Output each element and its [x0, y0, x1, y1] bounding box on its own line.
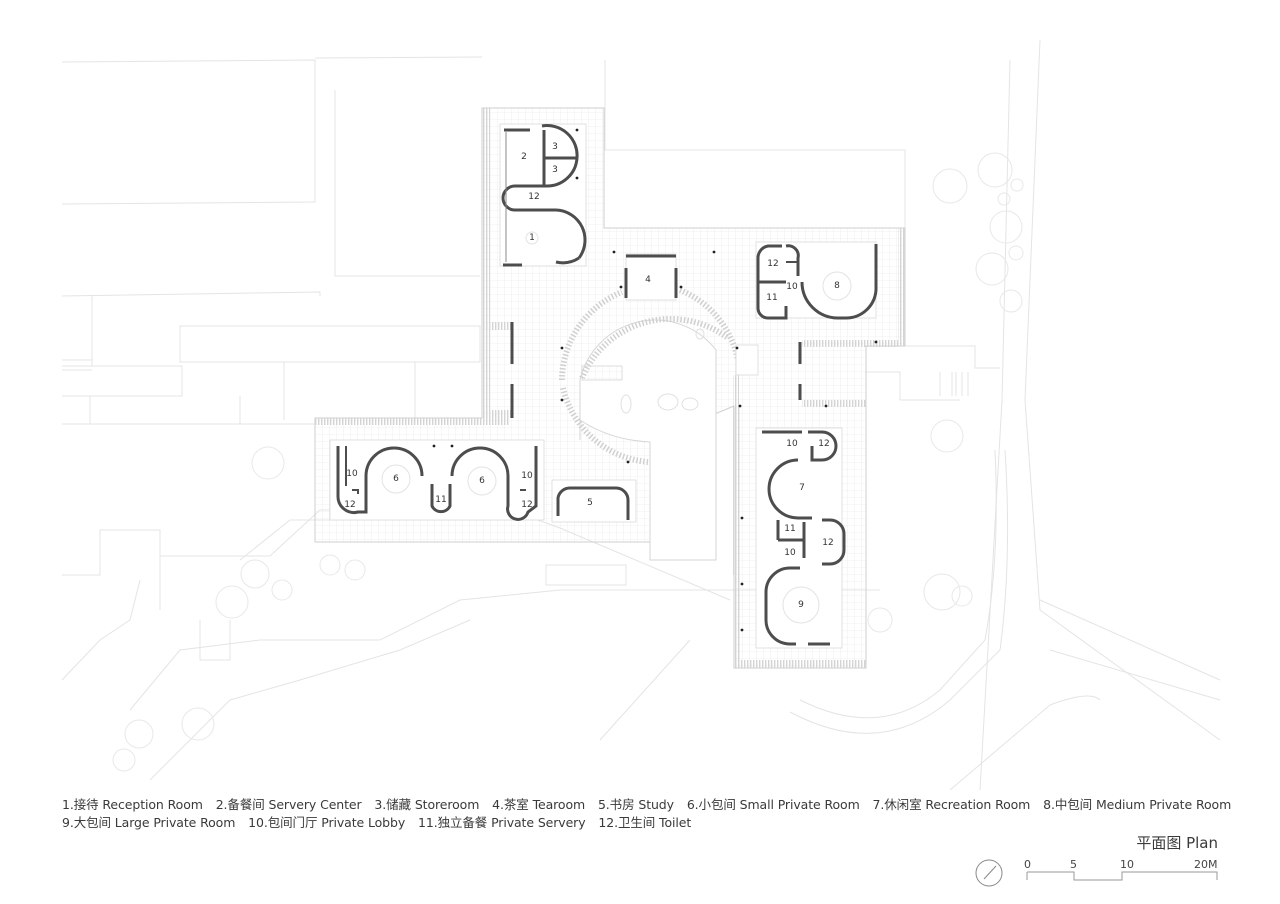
legend-row-2: 9.大包间 Large Private Room 10.包间门厅 Private… [62, 814, 1242, 832]
room-label-12c: 12 [344, 500, 355, 510]
room-label-4: 4 [645, 275, 651, 285]
legend-row-1: 1.接待 Reception Room 2.备餐间 Servery Center… [62, 796, 1242, 814]
room-label-10d: 10 [786, 439, 798, 449]
legend-item: 1.接待 Reception Room [62, 797, 203, 812]
room-label-10b: 10 [346, 469, 358, 479]
courtyard [559, 287, 759, 575]
room-label-10e: 10 [784, 548, 796, 558]
legend-item: 12.卫生间 Toilet [598, 815, 692, 830]
room-label-10a: 10 [786, 282, 798, 292]
legend-item: 5.书房 Study [597, 797, 674, 812]
room-label-1: 1 [529, 233, 535, 243]
room-label-11a: 11 [766, 293, 777, 303]
legend-item: 9.大包间 Large Private Room [62, 815, 236, 830]
room-label-8: 8 [834, 281, 840, 291]
room-label-7: 7 [799, 483, 805, 493]
trees [112, 152, 1024, 772]
walls [336, 124, 878, 646]
room-label-9: 9 [798, 600, 804, 610]
site-context [61, 39, 1221, 790]
room-label-11c: 11 [784, 524, 795, 534]
furniture [381, 231, 852, 624]
legend-item: 10.包间门厅 Private Lobby [248, 815, 406, 830]
scale-label-10: 10 [1120, 858, 1134, 871]
room-label-12d: 12 [521, 500, 532, 510]
room-label-11b: 11 [435, 495, 446, 505]
legend-item: 6.小包间 Small Private Room [686, 797, 860, 812]
scale-bar-graphic [1026, 871, 1218, 881]
legend-item: 11.独立备餐 Private Servery [418, 815, 586, 830]
room-label-6b: 6 [479, 476, 485, 486]
scale-label-5: 5 [1070, 858, 1077, 871]
columns [432, 128, 878, 632]
room-legend: 1.接待 Reception Room 2.备餐间 Servery Center… [62, 796, 1242, 832]
scale-label-20: 20M [1194, 858, 1218, 871]
room-label-3b: 3 [552, 165, 558, 175]
room-label-12e: 12 [818, 439, 829, 449]
legend-item: 4.茶室 Tearoom [492, 797, 586, 812]
legend-item: 8.中包间 Medium Private Room [1043, 797, 1232, 812]
room-label-6a: 6 [393, 474, 399, 484]
legend-item: 3.储藏 Storeroom [374, 797, 480, 812]
drawing-title: 平面图 Plan [1136, 834, 1218, 852]
legend-item: 2.备餐间 Servery Center [215, 797, 362, 812]
room-label-2: 2 [521, 152, 527, 162]
north-arrow-icon [975, 859, 1003, 887]
room-labels: 1 2 3 3 12 4 12 10 11 8 10 12 6 11 6 10 … [344, 142, 840, 610]
room-label-10c: 10 [521, 471, 533, 481]
screen-walls [510, 322, 802, 418]
floor-plan-drawing: 1 2 3 3 12 4 12 10 11 8 10 12 6 11 6 10 … [61, 39, 1221, 790]
room-label-5: 5 [587, 498, 593, 508]
room-label-12b: 12 [767, 259, 778, 269]
room-label-12a: 12 [528, 192, 539, 202]
scale-bar: 0 5 10 20M [1022, 858, 1222, 888]
room-label-3a: 3 [552, 142, 558, 152]
room-label-12f: 12 [822, 538, 833, 548]
scale-label-0: 0 [1024, 858, 1031, 871]
legend-item: 7.休闲室 Recreation Room [872, 797, 1031, 812]
